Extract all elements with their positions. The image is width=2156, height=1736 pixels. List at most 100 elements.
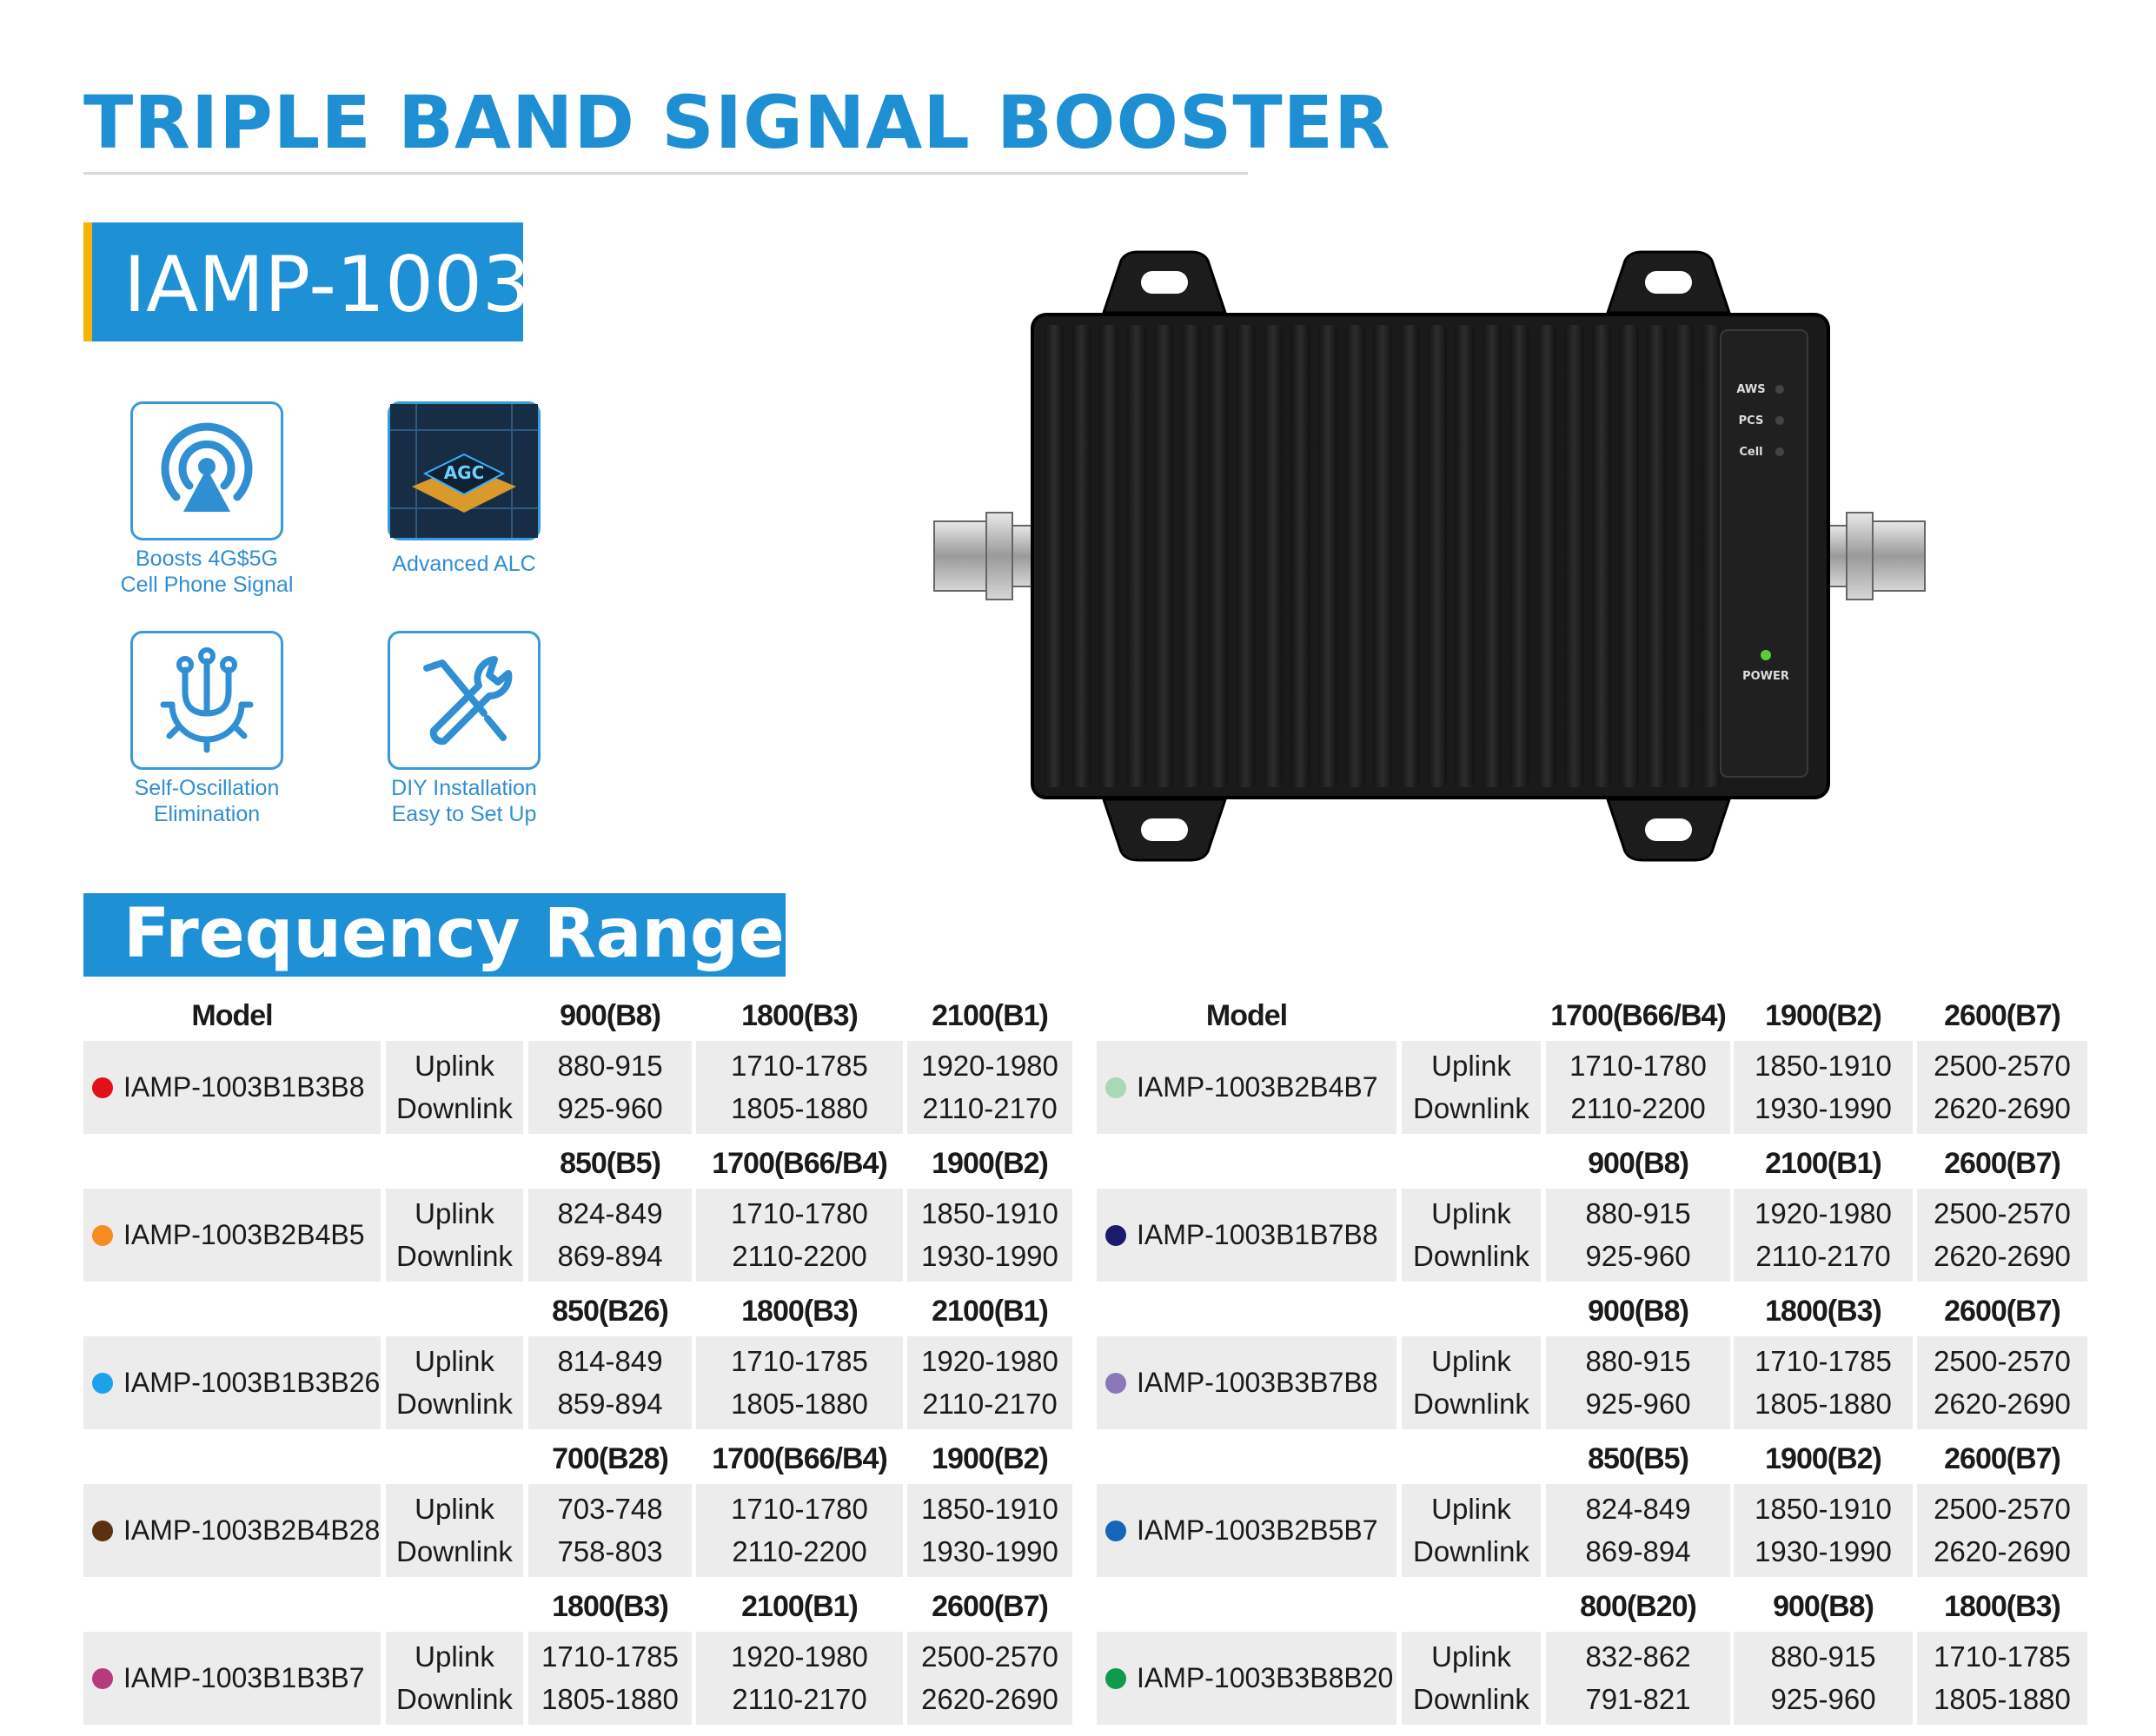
band-header: 2600(B7) (1944, 1294, 2061, 1328)
band-header: 1900(B2) (932, 1146, 1049, 1180)
uplink-label: Uplink (415, 1196, 494, 1229)
feature-caption-line: Self-Oscillation (134, 776, 280, 800)
band-header: 900(B8) (1588, 1146, 1689, 1180)
band-header: 850(B26) (552, 1294, 669, 1328)
downlink-range: 1930-1990 (1755, 1092, 1892, 1125)
uplink-range: 1850-1910 (1755, 1492, 1892, 1525)
uplink-range: 814-849 (557, 1344, 663, 1377)
chip-label: AGC (444, 462, 485, 483)
downlink-range: 2620-2690 (921, 1683, 1058, 1716)
feature-caption-line: Easy to Set Up (391, 802, 537, 826)
model-color-dot (1105, 1667, 1126, 1689)
heatsink-fin (1264, 325, 1283, 787)
uplink-range: 880-915 (1770, 1640, 1876, 1673)
uplink-range: 2500-2570 (1934, 1196, 2071, 1229)
band-header-row: 900(B8)1800(B3)2600(B7) (1097, 1286, 2087, 1336)
band-header: 900(B8) (560, 998, 661, 1032)
downlink-range: 2620-2690 (1934, 1535, 2071, 1568)
uplink-range: 824-849 (557, 1196, 663, 1229)
uplink-range: 1850-1910 (921, 1492, 1058, 1525)
model-name: IAMP-1003B2B4B5 (123, 1219, 365, 1250)
uplink-range: 2500-2570 (1934, 1344, 2071, 1377)
heatsink-fin (1619, 325, 1639, 787)
band-header: 2100(B1) (932, 998, 1049, 1032)
band-header: 1900(B2) (1765, 1441, 1882, 1475)
model-name: IAMP-1003B1B3B7 (123, 1662, 365, 1693)
band-header: 850(B5) (1588, 1441, 1689, 1475)
uplink-range: 1710-1785 (1755, 1344, 1892, 1377)
downlink-range: 869-894 (557, 1240, 663, 1273)
downlink-range: 1805-1880 (731, 1388, 868, 1421)
band-header: 1700(B66/B4) (712, 1441, 888, 1475)
signal-booster-product-image: AWS PCS Cell POWER (930, 243, 1929, 878)
led-label-pcs: PCS (1739, 414, 1764, 427)
band-header: 1800(B3) (552, 1589, 669, 1623)
uplink-range: 880-915 (557, 1049, 663, 1082)
heatsink-fin (1702, 325, 1721, 787)
downlink-label: Downlink (1413, 1240, 1529, 1273)
model-badge-text: IAMP-1003 (123, 240, 531, 329)
downlink-range: 2620-2690 (1934, 1092, 2071, 1125)
model-color-dot (92, 1372, 113, 1394)
feature-self-oscillation: Self-Oscillation Elimination (103, 631, 311, 827)
band-header-row: 700(B28)1700(B66/B4)1900(B2) (83, 1434, 1072, 1484)
frequency-cell: 1850-1910 1930-1990 (907, 1484, 1072, 1577)
model-column-header: Model (1205, 998, 1288, 1032)
feature-caption-line: DIY Installation (391, 776, 537, 800)
uplink-label: Uplink (415, 1492, 494, 1525)
heatsink-fin (1045, 325, 1064, 787)
frequency-heading-text: Frequency Ranges: (123, 895, 852, 973)
model-name: IAMP-1003B2B4B7 (1137, 1071, 1378, 1103)
heatsink-fin (1236, 325, 1256, 787)
model-cell: IAMP-1003B2B5B7 (1097, 1484, 1396, 1577)
model-name: IAMP-1003B3B8B20 (1137, 1662, 1394, 1693)
band-header: 2600(B7) (1944, 1441, 2061, 1475)
uplink-range: 1920-1980 (921, 1049, 1058, 1082)
downlink-range: 1805-1880 (1755, 1388, 1892, 1421)
downlink-label: Downlink (396, 1535, 513, 1568)
downlink-range: 859-894 (557, 1388, 663, 1421)
uplink-range: 2500-2570 (1934, 1492, 2071, 1525)
downlink-range: 1930-1990 (921, 1535, 1058, 1568)
heatsink-fin (1099, 325, 1118, 787)
page-title: TRIPLE BAND SIGNAL BOOSTER (83, 80, 1391, 165)
heatsink-fin (1647, 325, 1666, 787)
band-header-row: 900(B8)2100(B1)2600(B7) (1097, 1138, 2087, 1189)
heatsink-fin (1428, 325, 1447, 787)
oscillation-gear-icon (130, 631, 283, 770)
uplink-range: 824-849 (1585, 1492, 1691, 1525)
uplink-range: 1710-1785 (1934, 1640, 2071, 1673)
feature-boost-signal: Boosts 4G$5G Cell Phone Signal (103, 401, 311, 598)
heatsink-fin (1209, 325, 1228, 787)
downlink-label: Downlink (1413, 1388, 1529, 1421)
band-header-row: 850(B5)1700(B66/B4)1900(B2) (83, 1138, 1072, 1189)
frequency-cell: 814-849 859-894 (528, 1336, 692, 1429)
heatsink-fin (1318, 325, 1337, 787)
model-cell: IAMP-1003B1B3B26 (83, 1336, 381, 1429)
uplink-range: 1920-1980 (731, 1640, 868, 1673)
uplink-range: 1710-1785 (541, 1640, 679, 1673)
downlink-label: Downlink (396, 1092, 513, 1125)
heatsink-fin (1509, 325, 1529, 787)
uplink-range: 1920-1980 (921, 1344, 1058, 1377)
band-header: 1900(B2) (1765, 998, 1882, 1032)
uplink-range: 2500-2570 (1934, 1049, 2071, 1082)
model-name: IAMP-1003B2B4B28 (123, 1514, 381, 1546)
heatsink-fin (1181, 325, 1201, 787)
uplink-label: Uplink (1431, 1640, 1511, 1673)
